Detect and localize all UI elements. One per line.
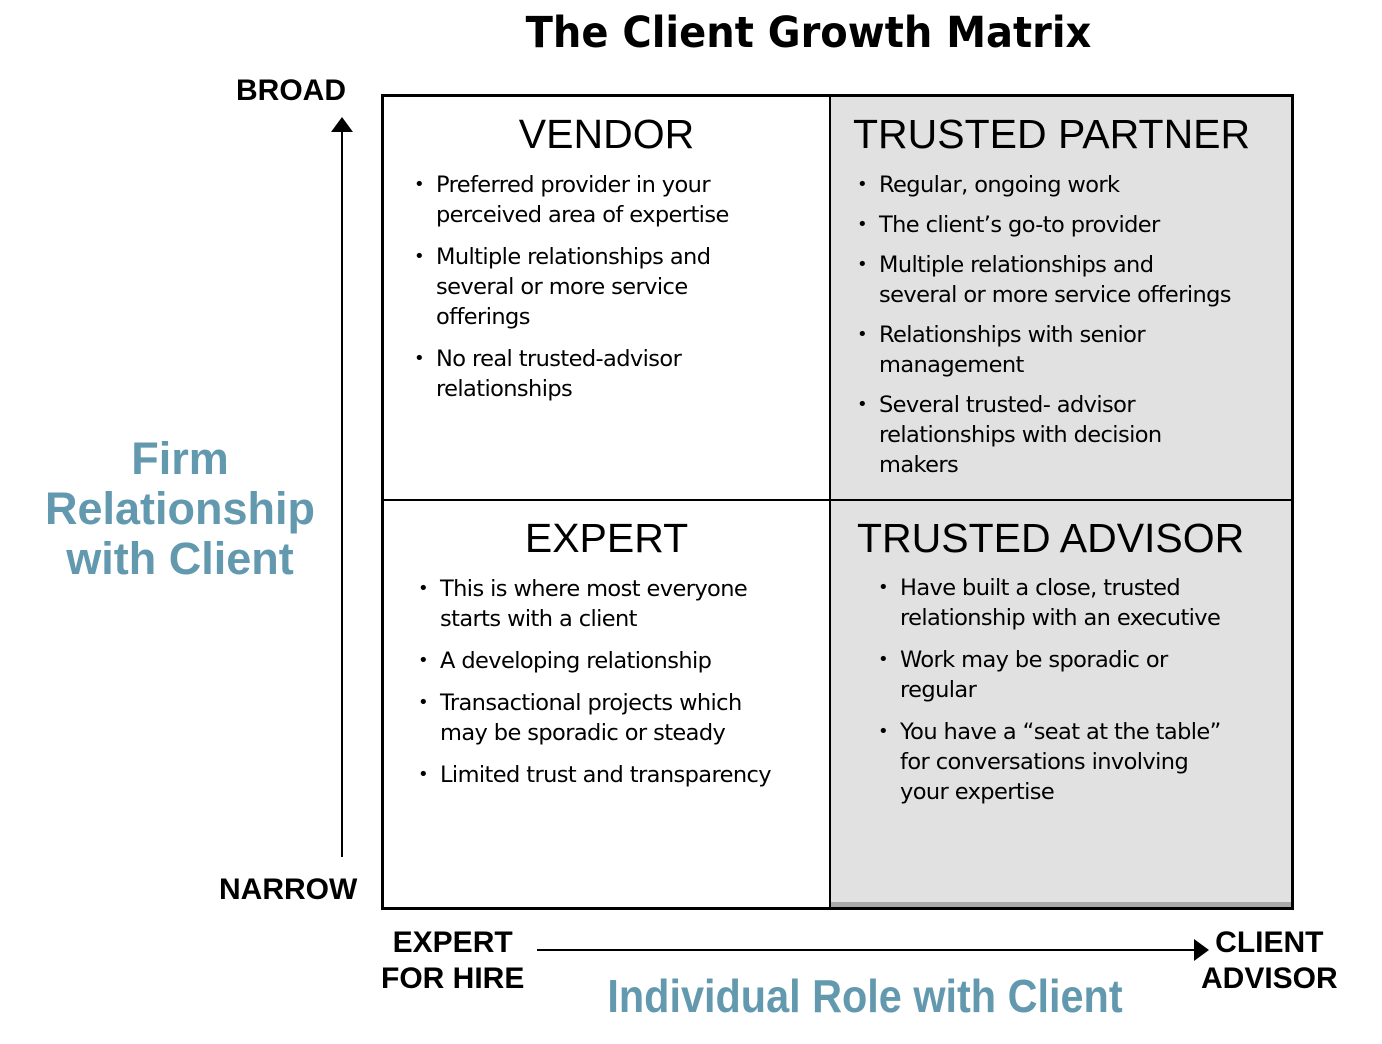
y-axis-title-line: Relationship xyxy=(44,483,316,534)
quadrant-trusted-advisor: TRUSTED ADVISOR • Have built a close, tru… xyxy=(831,501,1291,907)
bullet-text-line: several or more service offerings xyxy=(879,282,1232,308)
bullet-item: • Several trusted- advisor relationships w… xyxy=(857,390,1287,480)
bullet-item: • Preferred provider in your perceived are… xyxy=(414,170,814,230)
bullet-list: • This is where most everyone starts with … xyxy=(418,574,828,802)
bullet-text-line: You have a “seat at the table” xyxy=(900,719,1221,745)
y-axis-line xyxy=(341,128,343,857)
bullet-text-line: Preferred provider in your xyxy=(436,172,711,198)
bullet-text-line: Transactional projects which xyxy=(440,690,742,716)
bullet-dot-icon: • xyxy=(857,324,868,345)
x-axis-left-label-line: EXPERT xyxy=(392,926,513,959)
bullet-item: • Limited trust and transparency xyxy=(418,760,828,790)
x-axis-left-label-line: FOR HIRE xyxy=(381,962,525,995)
bullet-dot-icon: • xyxy=(878,577,889,598)
x-axis-title: Individual Role with Client xyxy=(607,970,1123,1022)
y-axis-title-line: Firm xyxy=(131,433,229,484)
bullet-text-line: several or more service xyxy=(436,274,688,300)
bullet-text-line: Multiple relationships and xyxy=(879,252,1154,278)
growth-matrix: VENDOR • Preferred provider in your percei… xyxy=(381,94,1294,910)
bullet-text-line: makers xyxy=(879,452,959,478)
quadrant-expert: EXPERT • This is where most everyone start… xyxy=(384,501,831,907)
bullet-text-line: Work may be sporadic or xyxy=(900,647,1168,673)
bullet-item: • Multiple relationships and several or mo… xyxy=(414,242,814,332)
y-axis-top-label: BROAD xyxy=(236,74,346,107)
bullet-text-line: perceived area of expertise xyxy=(436,202,729,228)
x-axis-right-label-line: CLIENT xyxy=(1215,926,1324,959)
bullet-text-line: No real trusted-advisor xyxy=(436,346,682,372)
bullet-text-line: Regular, ongoing work xyxy=(879,172,1120,198)
bullet-dot-icon: • xyxy=(418,578,429,599)
bullet-item: • You have a “seat at the table” for conve… xyxy=(878,717,1288,807)
bullet-dot-icon: • xyxy=(857,214,868,235)
bullet-dot-icon: • xyxy=(418,692,429,713)
bullet-list: • Regular, ongoing work • The client’s go-t… xyxy=(857,170,1287,490)
arrow-up-icon xyxy=(331,117,353,132)
quadrant-title: TRUSTED PARTNER xyxy=(853,111,1251,157)
bullet-list: • Preferred provider in your perceived are… xyxy=(414,170,814,416)
bullet-item: • This is where most everyone starts with … xyxy=(418,574,828,634)
bullet-item: • Work may be sporadic or regular xyxy=(878,645,1288,705)
bullet-text-line: relationship with an executive xyxy=(900,605,1221,631)
quadrant-title: EXPERT xyxy=(524,515,689,561)
bullet-text-line: your expertise xyxy=(900,779,1055,805)
quadrant-vendor: VENDOR • Preferred provider in your percei… xyxy=(384,97,831,501)
bullet-text-line: Multiple relationships and xyxy=(436,244,711,270)
y-axis-bottom-label: NARROW xyxy=(219,873,358,906)
bullet-text-line: Several trusted- advisor xyxy=(879,392,1136,418)
y-axis-title-line: with Client xyxy=(66,533,294,584)
bullet-dot-icon: • xyxy=(418,764,429,785)
y-axis-title: Firm Relationship with Client xyxy=(20,434,340,584)
bullet-item: • Relationships with senior management xyxy=(857,320,1287,380)
bullet-dot-icon: • xyxy=(857,174,868,195)
bullet-text-line: This is where most everyone xyxy=(440,576,748,602)
bullet-text-line: offerings xyxy=(436,304,530,330)
bullet-item: • Have built a close, trusted relationship… xyxy=(878,573,1288,633)
diagram-title: The Client Growth Matrix xyxy=(525,8,1092,58)
bullet-item: • No real trusted-advisor relationships xyxy=(414,344,814,404)
bullet-text-line: Limited trust and transparency xyxy=(440,762,772,788)
bullet-dot-icon: • xyxy=(414,246,425,267)
bullet-text-line: Relationships with senior xyxy=(879,322,1146,348)
quadrant-title: TRUSTED ADVISOR xyxy=(857,515,1245,561)
bullet-dot-icon: • xyxy=(857,254,868,275)
quadrant-trusted-partner: TRUSTED PARTNER • Regular, ongoing work • T… xyxy=(831,97,1291,501)
arrow-right-icon xyxy=(1194,939,1209,961)
bullet-text-line: relationships with decision xyxy=(879,422,1162,448)
bullet-text-line: management xyxy=(879,352,1024,378)
x-axis-right-label-line: ADVISOR xyxy=(1201,962,1338,995)
x-axis-right-label: CLIENT ADVISOR xyxy=(1201,925,1338,997)
bullet-dot-icon: • xyxy=(857,394,868,415)
bullet-dot-icon: • xyxy=(878,721,889,742)
bullet-list: • Have built a close, trusted relationship… xyxy=(878,573,1288,819)
bullet-text-line: The client’s go-to provider xyxy=(879,212,1160,238)
bullet-dot-icon: • xyxy=(414,348,425,369)
quadrant-title: VENDOR xyxy=(518,111,695,157)
bullet-text-line: relationships xyxy=(436,376,573,402)
bullet-item: • Regular, ongoing work xyxy=(857,170,1287,200)
bullet-text-line: regular xyxy=(900,677,977,703)
bullet-item: • Transactional projects which may be spor… xyxy=(418,688,828,748)
bullet-dot-icon: • xyxy=(414,174,425,195)
bullet-item: • Multiple relationships and several or mo… xyxy=(857,250,1287,310)
x-axis-line xyxy=(537,949,1197,951)
bullet-text-line: may be sporadic or steady xyxy=(440,720,726,746)
bullet-text-line: for conversations involving xyxy=(900,749,1189,775)
bullet-item: • A developing relationship xyxy=(418,646,828,676)
bullet-dot-icon: • xyxy=(418,650,429,671)
bullet-text-line: starts with a client xyxy=(440,606,638,632)
bullet-dot-icon: • xyxy=(878,649,889,670)
bullet-item: • The client’s go-to provider xyxy=(857,210,1287,240)
bullet-text-line: A developing relationship xyxy=(440,648,712,674)
x-axis-left-label: EXPERT FOR HIRE xyxy=(381,925,524,997)
bullet-text-line: Have built a close, trusted xyxy=(900,575,1181,601)
